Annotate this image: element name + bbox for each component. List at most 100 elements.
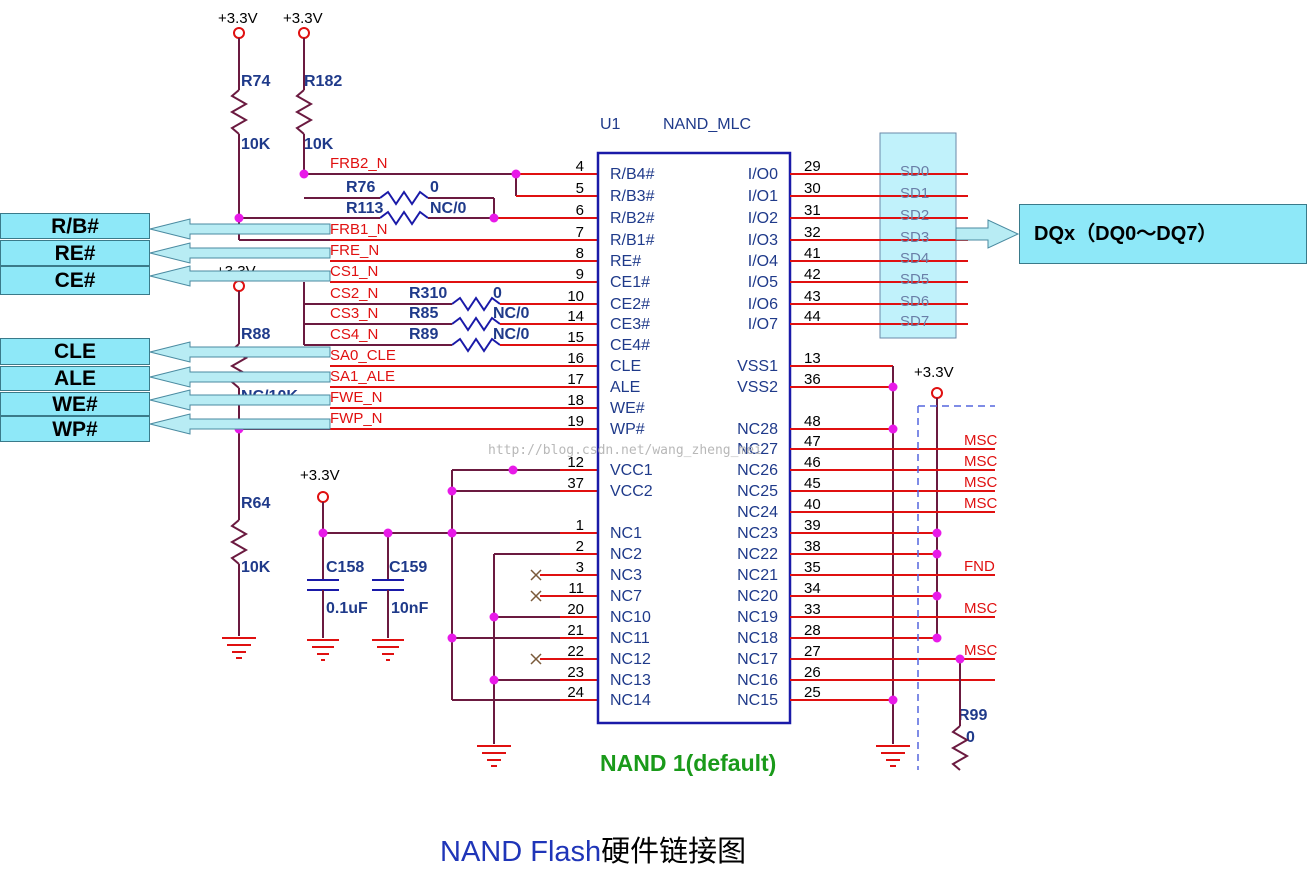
pin-name-right: NC16 (737, 672, 778, 689)
left-nets (239, 173, 598, 767)
callout-cle: CLE (0, 338, 150, 365)
r99-ref: R99 (958, 707, 987, 724)
r74-ref: R74 (241, 73, 270, 90)
net-frb2: FRB2_N (330, 155, 388, 172)
r310-value: 0 (493, 285, 502, 302)
pin-number-right: 38 (804, 538, 821, 555)
pin-number-right: 33 (804, 601, 821, 618)
pin-number-right: 42 (804, 266, 821, 283)
net-cs4: CS4_N (330, 326, 378, 343)
pin-number-left: 15 (567, 329, 584, 346)
pin-name-right: NC28 (737, 421, 778, 438)
pin-number-left: 7 (576, 224, 584, 241)
pin-name-right: VSS2 (737, 379, 778, 396)
net-label-right: MSC (964, 432, 998, 449)
r88-ref: R88 (241, 326, 270, 343)
pin-number-left: 9 (576, 266, 584, 283)
pin-name-right: NC22 (737, 546, 778, 563)
pin-name-left: NC12 (610, 651, 651, 668)
net-cs2: CS2_N (330, 285, 378, 302)
r74-value: 10K (241, 136, 271, 153)
pin-number-right: 27 (804, 643, 821, 660)
net-label-right: MSC (964, 642, 998, 659)
pin-number-right: 30 (804, 180, 821, 197)
pin-name-left: CE3# (610, 316, 650, 333)
r182-ref: R182 (304, 73, 342, 90)
pin-number-right: 48 (804, 413, 821, 430)
pin-number-left: 1 (576, 517, 584, 534)
pin-name-right: NC23 (737, 525, 778, 542)
pin-number-left: 11 (568, 580, 584, 597)
pin-number-right: 36 (804, 371, 821, 388)
pin-name-right: NC19 (737, 609, 778, 626)
pin-name-right: I/O1 (748, 188, 778, 205)
pin-name-left: NC10 (610, 609, 651, 626)
pin-name-left: NC3 (610, 567, 642, 584)
r310-ref: R310 (409, 285, 447, 302)
pin-name-left: R/B1# (610, 232, 655, 249)
net-fwe: FWE_N (330, 389, 383, 406)
pin-name-right: NC15 (737, 692, 778, 709)
r182-value: 10K (304, 136, 334, 153)
callout-wp: WP# (0, 416, 150, 442)
pin-number-left: 17 (567, 371, 584, 388)
net-fwp: FWP_N (330, 410, 383, 427)
net-cle: SA0_CLE (330, 347, 396, 364)
sd-label: SD3 (900, 229, 929, 246)
pin-name-left: RE# (610, 253, 641, 270)
power-r182 (294, 27, 314, 174)
figure-caption: NAND Flash硬件链接图 (440, 828, 746, 870)
pin-number-left: 2 (576, 538, 584, 555)
pin-name-left: WE# (610, 400, 645, 417)
sd-label: SD0 (900, 163, 929, 180)
sd-label: SD2 (900, 207, 929, 224)
pin-name-left: VCC1 (610, 462, 653, 479)
pin-number-left: 37 (567, 475, 584, 492)
caption-zh: 硬件链接图 (601, 836, 747, 868)
chip-body (596, 151, 792, 725)
pin-name-right: I/O0 (748, 166, 778, 183)
pin-name-left: ALE (610, 379, 640, 396)
sd-label: SD1 (900, 185, 929, 202)
pin-number-left: 19 (567, 413, 584, 430)
pin-name-right: I/O2 (748, 210, 778, 227)
chip-title: NAND 1(default) (600, 750, 776, 776)
r89-ref: R89 (409, 326, 438, 343)
callout-dq: DQx（DQ0～DQ7） (1019, 204, 1307, 264)
pin-number-left: 21 (567, 622, 584, 639)
pin-name-right: VSS1 (737, 358, 778, 375)
right-pins: 29I/O030I/O131I/O232I/O341I/O442I/O543I/… (737, 158, 821, 709)
sd-lines: SD0SD1SD2SD3SD4SD5SD6SD7MSCMSCMSCMSCFNDM… (790, 163, 998, 659)
net-cs1: CS1_N (330, 263, 378, 280)
pin-name-right: NC27 (737, 441, 778, 458)
capacitor-c159 (372, 533, 404, 661)
power-label-2: +3.3V (283, 10, 323, 27)
r85-ref: R85 (409, 305, 438, 322)
pin-name-left: NC13 (610, 672, 651, 689)
c158-value: 0.1uF (326, 600, 368, 617)
pin-name-left: NC2 (610, 546, 642, 563)
callout-ce: CE# (0, 266, 150, 295)
pin-name-left: NC14 (610, 692, 651, 709)
chip-ref: U1 (600, 116, 621, 133)
pin-number-right: 31 (804, 202, 821, 219)
callout-arrows (149, 218, 1020, 435)
r89-value: NC/0 (493, 326, 530, 343)
callout-we: WE# (0, 392, 150, 416)
net-cs3: CS3_N (330, 305, 378, 322)
pin-name-left: CLE (610, 358, 641, 375)
pin-number-right: 25 (804, 684, 821, 701)
callout-ale: ALE (0, 366, 150, 391)
r64-ref: R64 (241, 495, 270, 512)
r85-body (451, 316, 501, 332)
c159-ref: C159 (389, 559, 427, 576)
pin-name-right: NC17 (737, 651, 778, 668)
net-label-right: MSC (964, 600, 998, 617)
sd-label: SD7 (900, 313, 929, 330)
pin-number-right: 26 (804, 664, 821, 681)
pin-number-left: 10 (567, 288, 584, 305)
sd-label: SD4 (900, 250, 929, 267)
pin-name-left: NC1 (610, 525, 642, 542)
pin-number-right: 40 (804, 496, 821, 513)
